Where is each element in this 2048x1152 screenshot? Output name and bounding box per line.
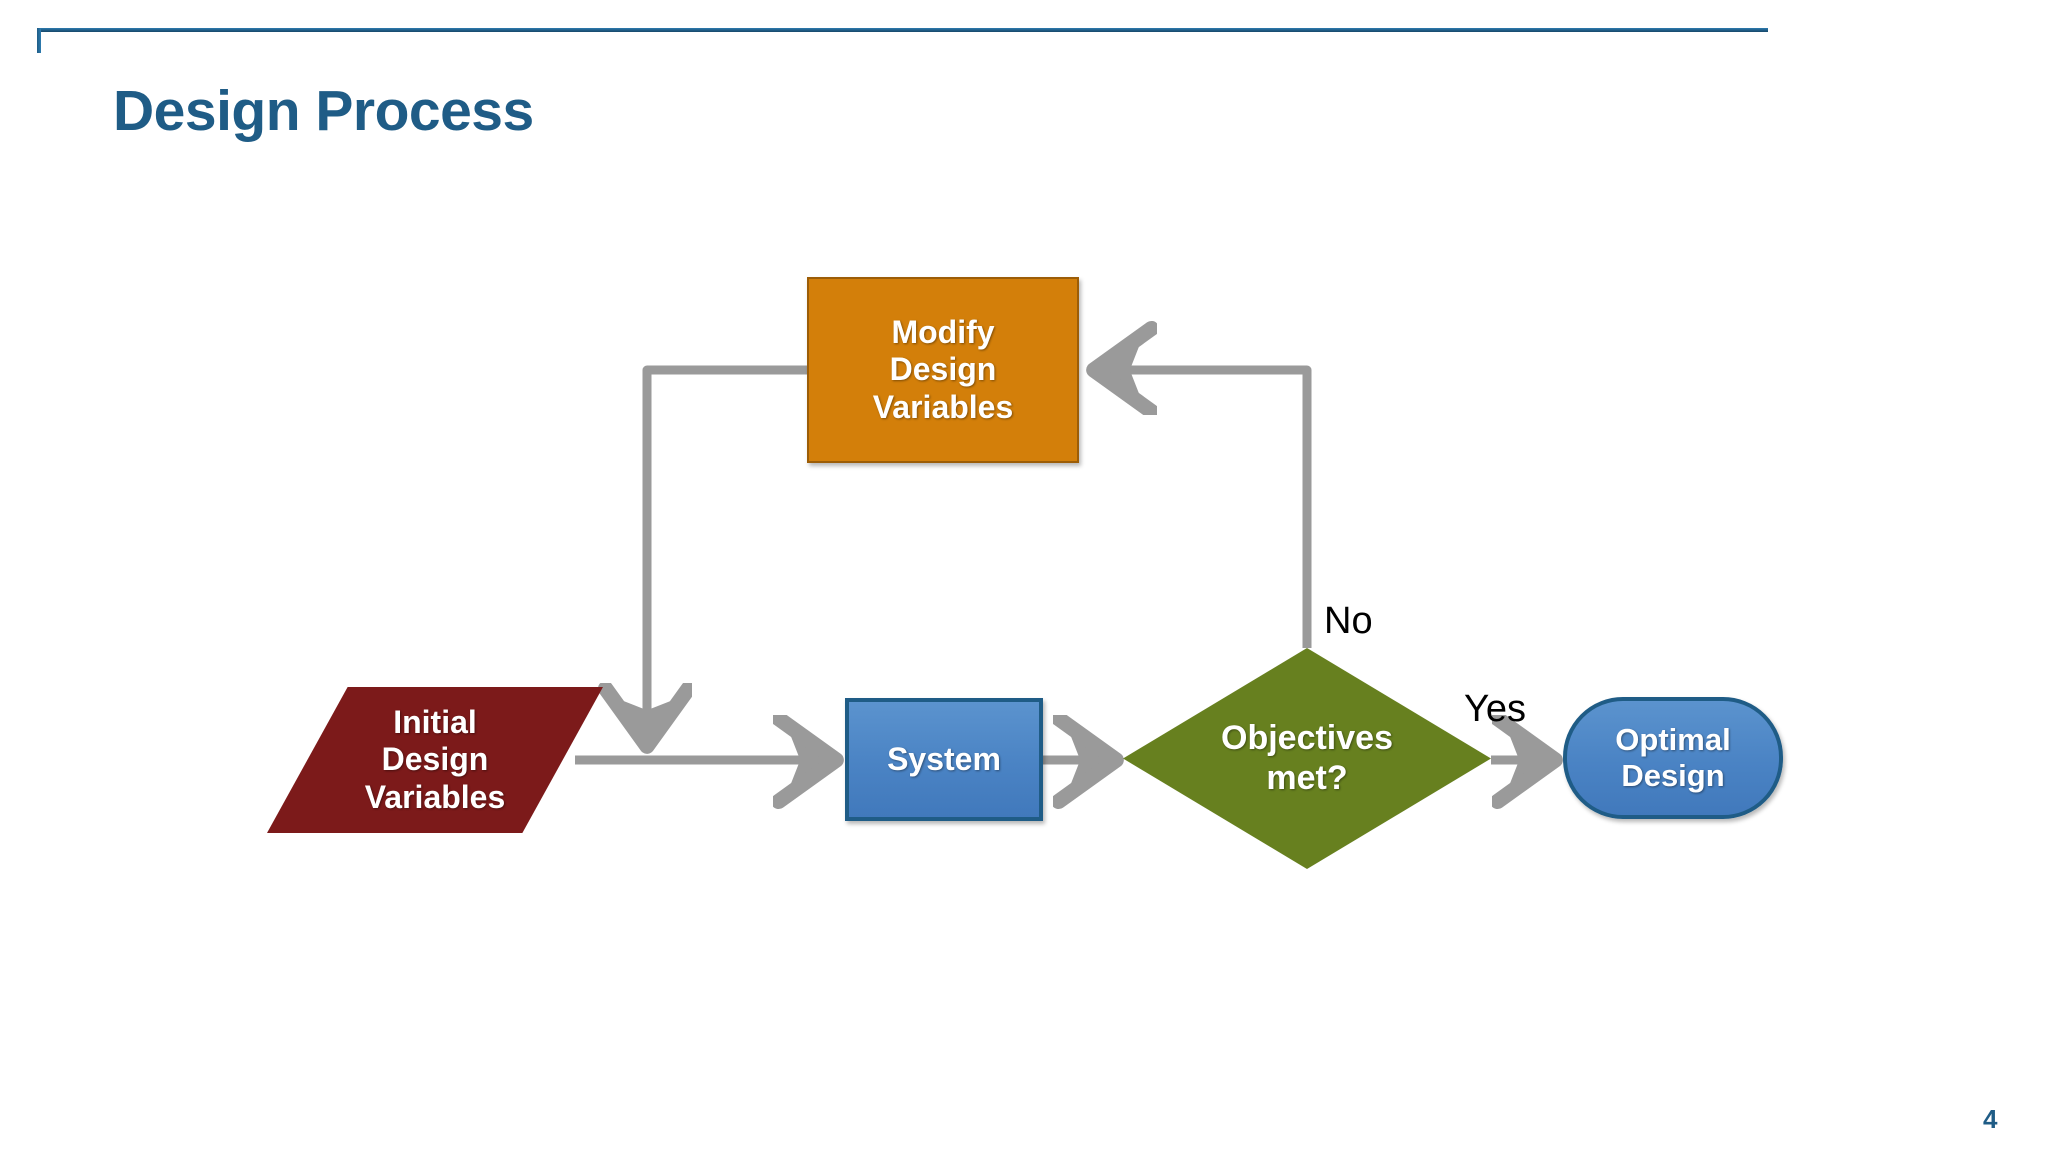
- node-system[interactable]: System: [845, 698, 1043, 821]
- connector-objectives-to-modify: [1092, 370, 1312, 648]
- edge-label-yes: Yes: [1464, 688, 1526, 730]
- header-rule-vertical: [37, 28, 41, 53]
- connector-modify-to-system: [647, 365, 807, 748]
- page-number: 4: [1983, 1104, 1998, 1134]
- node-system-label: System: [887, 740, 1001, 777]
- edge-label-no: No: [1324, 600, 1373, 642]
- page-title: Design Process: [113, 79, 534, 143]
- header-rule-horizontal: [37, 28, 1768, 32]
